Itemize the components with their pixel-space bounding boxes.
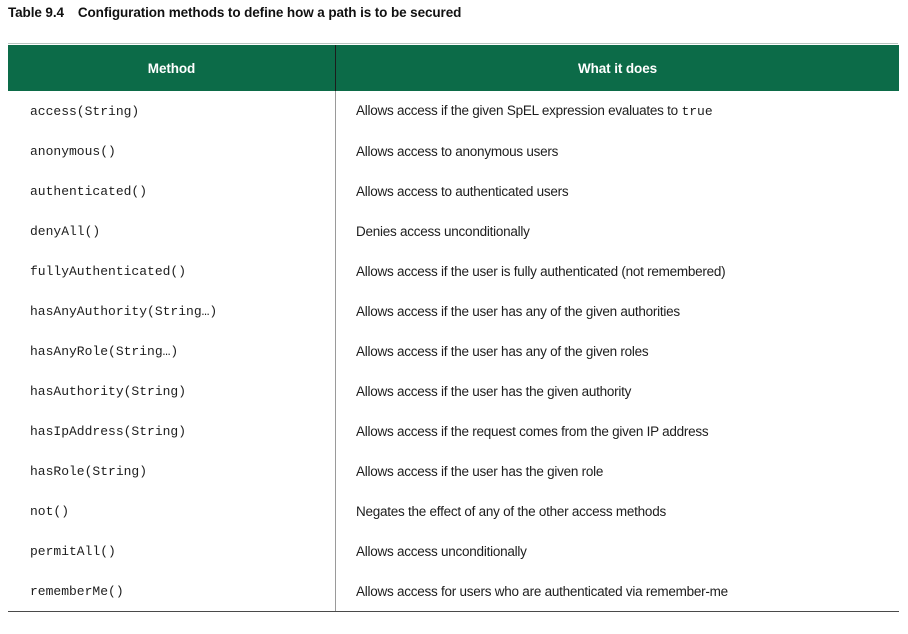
table-row: hasAuthority(String)Allows access if the… bbox=[8, 371, 899, 411]
table-row: hasRole(String)Allows access if the user… bbox=[8, 451, 899, 491]
description-text: Allows access if the given SpEL expressi… bbox=[356, 103, 682, 118]
cell-method: fullyAuthenticated() bbox=[8, 251, 336, 291]
cell-description: Allows access if the user has any of the… bbox=[335, 331, 899, 371]
table-row: hasAnyRole(String…)Allows access if the … bbox=[8, 331, 899, 371]
cell-description: Allows access if the user has any of the… bbox=[335, 291, 899, 331]
table-body: access(String) Allows access if the given… bbox=[8, 91, 899, 612]
cell-description: Allows access to authenticated users bbox=[335, 171, 899, 211]
cell-method: rememberMe() bbox=[8, 571, 336, 612]
cell-method: hasIpAddress(String) bbox=[8, 411, 336, 451]
cell-method: denyAll() bbox=[8, 211, 336, 251]
table-row: authenticated()Allows access to authenti… bbox=[8, 171, 899, 211]
table-head: Method What it does bbox=[8, 45, 899, 91]
cell-description: Allows access if the request comes from … bbox=[335, 411, 899, 451]
cell-description: Denies access unconditionally bbox=[335, 211, 899, 251]
cell-method: hasAuthority(String) bbox=[8, 371, 336, 411]
cell-description: Allows access if the user has the given … bbox=[335, 371, 899, 411]
table-row: permitAll()Allows access unconditionally bbox=[8, 531, 899, 571]
cell-method: hasAnyAuthority(String…) bbox=[8, 291, 336, 331]
cell-method: not() bbox=[8, 491, 336, 531]
table-row: access(String) Allows access if the given… bbox=[8, 91, 899, 131]
cell-description: Negates the effect of any of the other a… bbox=[335, 491, 899, 531]
table-header-row: Method What it does bbox=[8, 45, 899, 91]
cell-method: permitAll() bbox=[8, 531, 336, 571]
cell-method: hasRole(String) bbox=[8, 451, 336, 491]
description-code-literal: true bbox=[681, 104, 713, 119]
table-row: hasAnyAuthority(String…)Allows access if… bbox=[8, 291, 899, 331]
cell-description: Allows access for users who are authenti… bbox=[335, 571, 899, 612]
cell-description: Allows access to anonymous users bbox=[335, 131, 899, 171]
table-row: denyAll()Denies access unconditionally bbox=[8, 211, 899, 251]
table-row: hasIpAddress(String)Allows access if the… bbox=[8, 411, 899, 451]
table-caption: Table 9.4 Configuration methods to define… bbox=[8, 3, 461, 22]
column-header-method-label: Method bbox=[147, 60, 196, 76]
table-caption-number: Table 9.4 bbox=[8, 5, 64, 20]
cell-description: Allows access if the given SpEL expressi… bbox=[335, 91, 899, 131]
table-container: Method What it does access(String)Allows… bbox=[8, 45, 899, 612]
column-header-description: What it does bbox=[335, 45, 899, 91]
cell-method: hasAnyRole(String…) bbox=[8, 331, 336, 371]
table-row: anonymous()Allows access to anonymous us… bbox=[8, 131, 899, 171]
table-top-hairline bbox=[8, 43, 898, 44]
cell-method: anonymous() bbox=[8, 131, 336, 171]
configuration-methods-table: Method What it does access(String)Allows… bbox=[8, 45, 899, 612]
column-header-method: Method bbox=[8, 45, 336, 91]
cell-method: authenticated() bbox=[8, 171, 336, 211]
table-row: rememberMe()Allows access for users who … bbox=[8, 571, 899, 612]
cell-description: Allows access if the user has the given … bbox=[335, 451, 899, 491]
cell-method: access(String) bbox=[8, 91, 336, 131]
cell-description: Allows access if the user is fully authe… bbox=[335, 251, 899, 291]
table-caption-text: Configuration methods to define how a pa… bbox=[77, 5, 462, 20]
table-row: fullyAuthenticated()Allows access if the… bbox=[8, 251, 899, 291]
cell-description: Allows access unconditionally bbox=[335, 531, 899, 571]
column-header-description-label: What it does bbox=[577, 60, 658, 76]
table-row: not()Negates the effect of any of the ot… bbox=[8, 491, 899, 531]
